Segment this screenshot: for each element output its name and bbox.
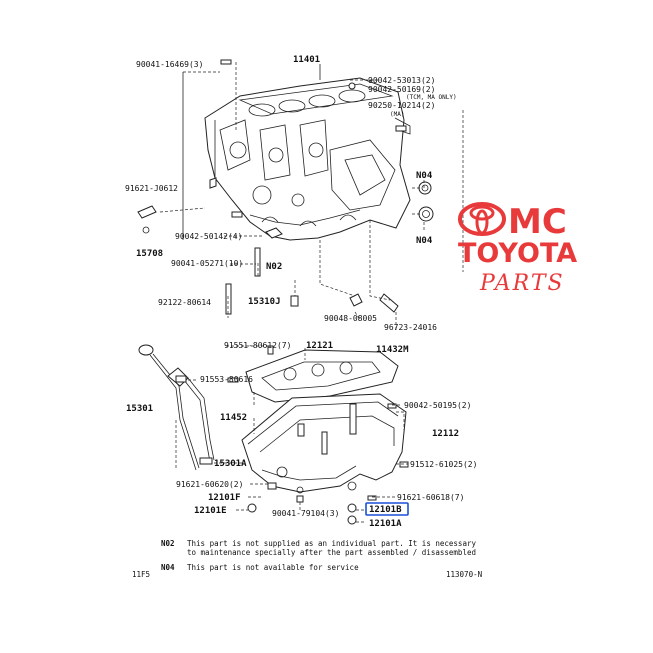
label-15301: 15301 [126,404,153,414]
label-12121: 12121 [306,341,333,351]
label-96723-24016: 96723-24016 [384,323,437,332]
label-90042-50142: 90042-50142(4) [175,232,242,241]
label-11452: 11452 [220,413,247,423]
part-labels: 11401 90041-16469(3) 90042-53013(2) 9004… [125,55,477,529]
oil-pan-small-parts [227,345,409,525]
label-91512-61025: 91512-61025(2) [410,460,477,469]
label-90041-16469: 90041-16469(3) [136,60,203,69]
label-15301a: 15301A [214,459,247,469]
upper-group-frame [159,62,464,330]
logo-toyota: TOYOTA [458,238,577,269]
label-n02: N02 [266,262,282,272]
label-91621-j0612: 91621-J0612 [125,184,178,193]
block-small-parts [137,59,434,315]
label-91621-60620: 91621-60620(2) [176,480,243,489]
note-n04-code: N04 [161,563,175,572]
label-90042-53013: 90042-53013(2) [368,76,435,85]
diagram-footer: 11F5 113070-N [132,570,482,579]
mc-toyota-parts-logo: MC TOYOTA PARTS [458,202,577,296]
label-11432m: 11432M [376,345,409,355]
label-90042-50169: 90042-50169(2) [368,85,435,94]
note-n02-line2: to maintenance specially after the part … [187,548,476,557]
dipstick-drawing [138,344,215,471]
service-notes: N02 This part is not supplied as an indi… [161,539,476,572]
note-n04-line1: This part is not available for service [187,563,359,572]
label-90041-79104: 90041-79104(3) [272,509,339,518]
label-11401: 11401 [293,55,320,65]
highlight-box-12101b [365,502,409,516]
label-91551-80612: 91551-80612(7) [224,341,291,350]
label-15310j: 15310J [248,297,281,307]
note-n02-line1: This part is not supplied as an individu… [187,539,476,548]
label-n04-upper: N04 [416,171,433,181]
label-90048-08005: 90048-08005 [324,314,377,323]
label-91621-60618: 91621-60618(7) [397,493,464,502]
label-tcm-note: (TCM, MA ONLY) [406,94,457,101]
label-n04-lower: N04 [416,236,433,246]
logo-mc: MC [508,202,567,242]
label-12101b: 12101B [369,505,402,515]
label-15708: 15708 [136,249,163,259]
label-90042-50195: 90042-50195(2) [404,401,471,410]
footer-right-code: 113070-N [446,570,482,579]
label-ma-note: (MA) [390,111,404,118]
label-12101f: 12101F [208,493,241,503]
note-n02-code: N02 [161,539,175,548]
label-12112: 12112 [432,429,459,439]
oil-pan-drawing [241,349,407,494]
footer-left-code: 11F5 [132,570,150,579]
logo-parts: PARTS [479,271,565,296]
label-12101a: 12101A [369,519,402,529]
label-91553-80616: 91553-80616 [200,375,253,384]
label-90250-10214: 90250-10214(2) [368,101,435,110]
lower-leaders [175,345,408,523]
label-92122-80614: 92122-80614 [158,298,211,307]
label-12101e: 12101E [194,506,227,516]
toyota-emblem-icon [458,202,506,236]
label-90041-05271: 90041-05271(10) [171,259,243,268]
